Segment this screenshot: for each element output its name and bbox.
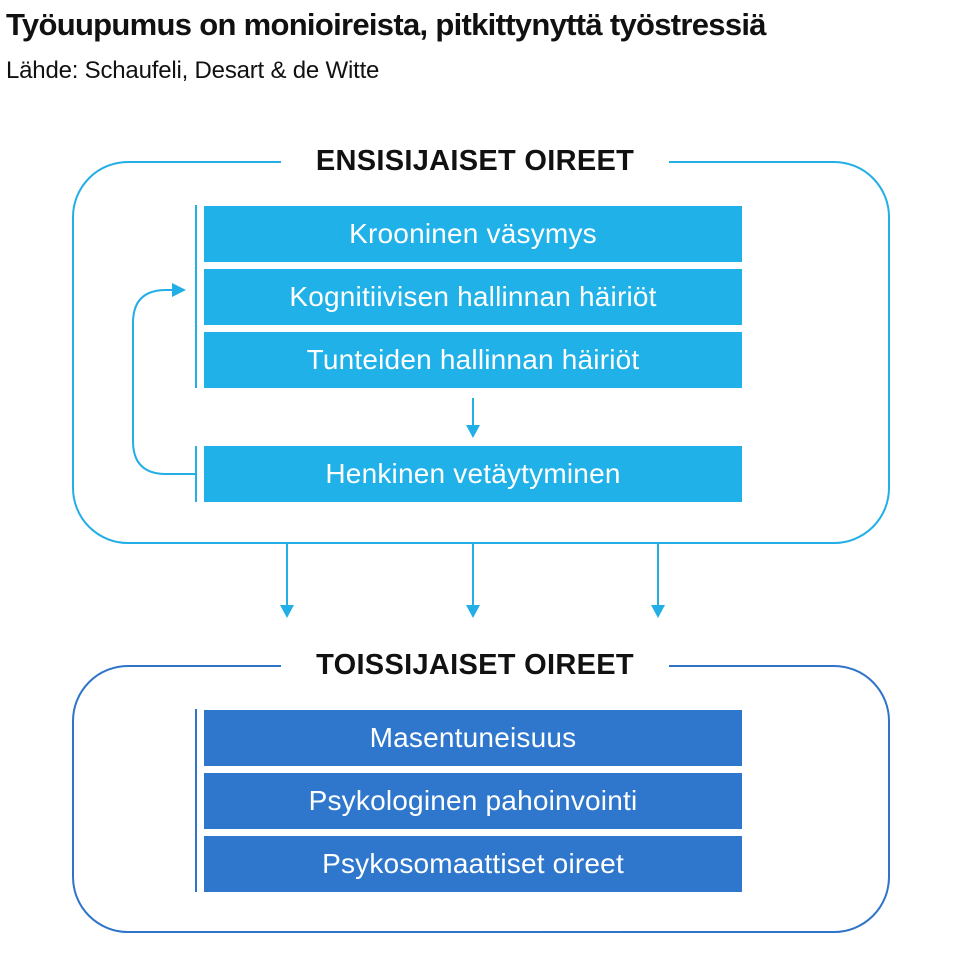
symptom-box-mental-withdrawal: Henkinen vetäytyminen (204, 446, 742, 502)
symptom-box-psychosomatic-symptoms: Psykosomaattiset oireet (204, 836, 742, 892)
primary-withdrawal-bar (195, 446, 197, 502)
primary-symptoms-heading: ENSISIJAISET OIREET (281, 139, 669, 183)
secondary-group-bar (195, 709, 197, 892)
feedback-loop-arrow (132, 289, 195, 475)
symptom-box-cognitive-impairment: Kognitiivisen hallinnan häiriöt (204, 269, 742, 325)
emotional-to-withdrawal-arrowhead (466, 425, 480, 438)
secondary-symptoms-heading: TOISSIJAISET OIREET (281, 643, 669, 687)
arrowhead-center (466, 605, 480, 618)
symptom-box-emotional-impairment: Tunteiden hallinnan häiriöt (204, 332, 742, 388)
arrowhead-left (280, 605, 294, 618)
symptom-box-chronic-fatigue: Krooninen väsymys (204, 206, 742, 262)
arrowhead-right (651, 605, 665, 618)
symptom-box-psychological-distress: Psykologinen pahoinvointi (204, 773, 742, 829)
symptom-box-depressed-mood: Masentuneisuus (204, 710, 742, 766)
page-title: Työuupumus on monioireista, pitkittynytt… (6, 7, 767, 42)
primary-group-bar (195, 205, 197, 388)
source-note: Lähde: Schaufeli, Desart & de Witte (6, 57, 380, 84)
feedback-loop-arrowhead (172, 283, 186, 297)
